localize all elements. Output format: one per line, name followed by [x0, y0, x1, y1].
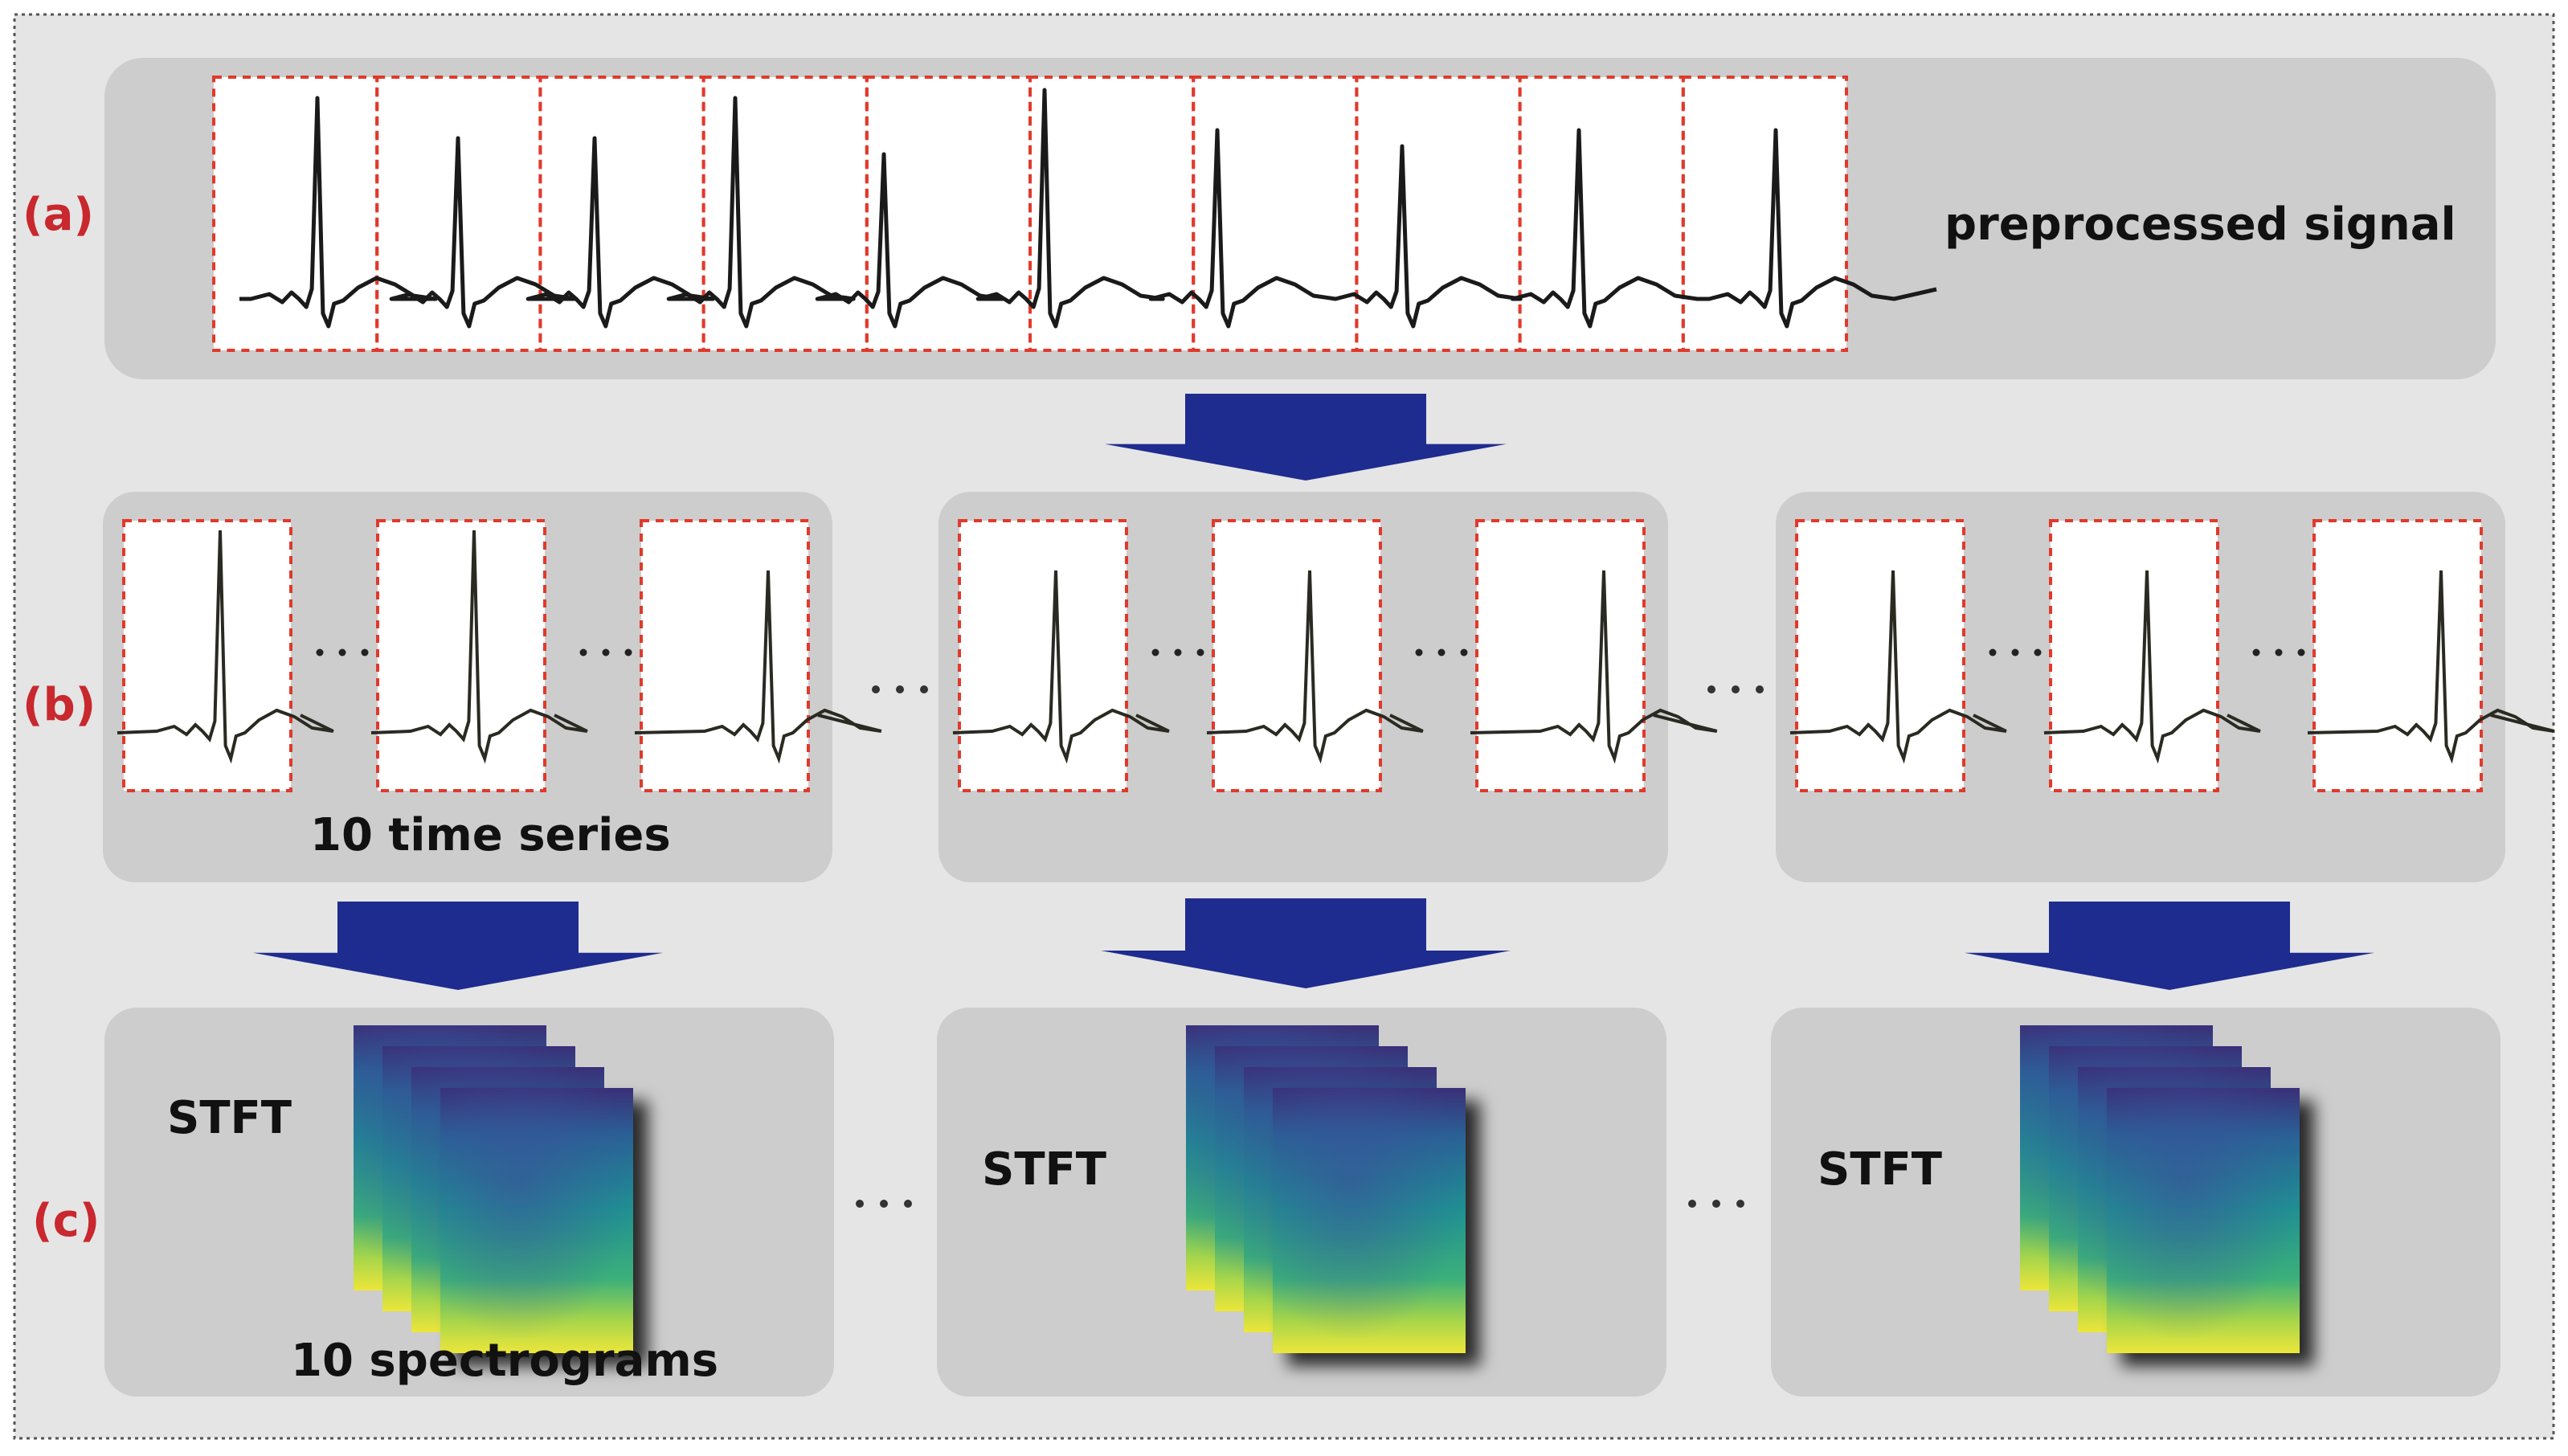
beat-segment-box [958, 519, 1128, 792]
ellipsis-dot [361, 648, 369, 656]
down-arrow-icon [1105, 394, 1507, 481]
stft-label: STFT [1818, 1143, 1942, 1196]
down-arrow-icon [1965, 902, 2374, 990]
ellipsis-dot [338, 648, 346, 656]
ecg-beat-trace [1789, 570, 2007, 764]
ellipsis-dot [1989, 648, 1997, 656]
ellipsis-dot [1712, 1200, 1720, 1208]
ellipsis-dot [872, 685, 880, 693]
beat-segment-box [2312, 519, 2483, 792]
beat-segment-box [1795, 519, 1965, 792]
beat-segment-box [2049, 519, 2219, 792]
ellipsis-dot [602, 648, 610, 656]
beat-segment-box [122, 519, 292, 792]
ellipsis-dot [1437, 648, 1446, 656]
beat-segment-box [1212, 519, 1382, 792]
ellipsis-dot [1460, 648, 1468, 656]
ellipsis-dot [2297, 648, 2305, 656]
ellipsis-dot [856, 1200, 864, 1208]
spectrogram-texture [1273, 1088, 1466, 1353]
ellipsis-dot [1736, 1200, 1744, 1208]
ellipsis-dot [1196, 648, 1204, 656]
ellipsis-dot [920, 685, 928, 693]
ecg-beat-trace [2043, 570, 2261, 764]
ellipsis-dot [896, 685, 904, 693]
time-series-label: 10 time series [310, 809, 671, 861]
ellipsis-dot [2275, 648, 2283, 656]
stft-label: STFT [167, 1092, 292, 1144]
spectrogram-texture [2107, 1088, 2300, 1353]
ellipsis-dot [2011, 648, 2019, 656]
ellipsis-dot [1756, 685, 1764, 693]
ellipsis-dot [1415, 648, 1423, 656]
ellipsis-dot [1688, 1200, 1696, 1208]
stft-label: STFT [982, 1143, 1106, 1196]
beat-segment-box [640, 519, 810, 792]
ellipsis-dot [1174, 648, 1182, 656]
ecg-beat-trace [1206, 570, 1424, 764]
ellipsis-dot [2034, 648, 2042, 656]
ecg-beat-trace [1470, 570, 1718, 764]
ecg-beat-trace [634, 570, 882, 764]
beat-segment-box [376, 519, 546, 792]
ellipsis-dot [316, 648, 324, 656]
ellipsis-dot [2252, 648, 2260, 656]
row-label-b: (b) [22, 679, 96, 731]
beat-segment-box [1475, 519, 1646, 792]
spectrogram-texture [440, 1088, 633, 1353]
ellipsis-dot [579, 648, 587, 656]
preprocessed-signal-label: preprocessed signal [1944, 198, 2456, 251]
row-label-a: (a) [22, 189, 94, 241]
row-label-c: (c) [32, 1195, 100, 1247]
ellipsis-dot [880, 1200, 888, 1208]
ellipsis-dot [1732, 685, 1740, 693]
ecg-beat-trace [952, 570, 1170, 764]
ellipsis-dot [904, 1200, 912, 1208]
ecg-beat-trace [2307, 570, 2555, 764]
ecg-beat-trace [117, 530, 334, 764]
ellipsis-dot [624, 648, 632, 656]
ecg-beat-trace [370, 530, 588, 764]
ellipsis-dot [1707, 685, 1715, 693]
down-arrow-icon [253, 902, 663, 990]
preprocessed-ecg-trace [239, 88, 1937, 329]
ellipsis-dot [1151, 648, 1159, 656]
spectrograms-label: 10 spectrograms [291, 1335, 718, 1387]
down-arrow-icon [1101, 898, 1511, 988]
